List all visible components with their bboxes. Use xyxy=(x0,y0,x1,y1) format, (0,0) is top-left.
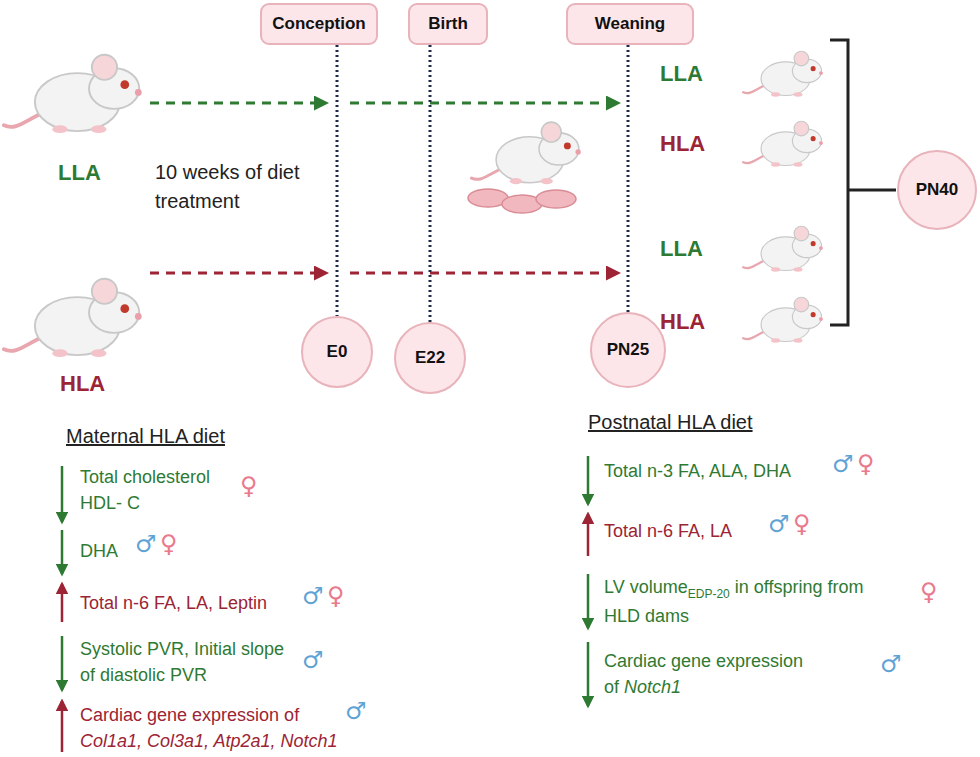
offspring-mouse xyxy=(743,297,823,342)
node-label: Birth xyxy=(428,14,468,34)
finding-group: Cardiac gene expression ofNotch1 xyxy=(604,648,809,700)
sex-symbol: ♀ xyxy=(327,584,345,608)
subscript: EDP-20 xyxy=(688,587,730,601)
milestone-box: Weaning xyxy=(566,3,694,45)
sex-symbol: ♂ xyxy=(345,699,367,723)
change-arrows xyxy=(62,456,588,752)
node-label: Conception xyxy=(272,14,366,34)
node-label: E22 xyxy=(415,348,445,368)
finding: DHA xyxy=(80,538,118,564)
node-label: PN40 xyxy=(916,180,959,200)
timeline-dotted-line xyxy=(627,45,630,312)
group-label: LLA xyxy=(660,58,703,90)
section-heading: Postnatal HLA diet xyxy=(588,408,753,437)
sex-symbol: ♀ xyxy=(793,512,811,536)
offspring-mouse xyxy=(743,51,823,96)
finding-group: LV volumeEDP-20in offspring from HLD dam… xyxy=(604,574,874,629)
mother-mouse xyxy=(472,122,581,184)
finding: Systolic PVR, Initial slope of diastolic… xyxy=(80,636,285,688)
time-point-circle: PN25 xyxy=(590,312,666,388)
finding-group: Cardiac gene expression of Col1a1, Col3a1… xyxy=(80,702,380,754)
offspring-mouse xyxy=(743,226,823,271)
milestone-box: Birth xyxy=(408,3,488,45)
milestone-box: Conception xyxy=(260,3,378,45)
time-point-circle: E22 xyxy=(394,322,466,394)
group-label: HLA xyxy=(660,306,705,338)
sex-symbol: ♀ xyxy=(160,532,178,556)
finding: Cardiac gene expression of xyxy=(80,705,299,725)
node-label: E0 xyxy=(327,342,348,362)
diet-arrows xyxy=(150,103,618,273)
sex-symbol: ♀ xyxy=(240,474,258,498)
mouse-hla xyxy=(4,279,142,357)
node-label: PN25 xyxy=(607,340,650,360)
timeline-dotted-line xyxy=(336,45,339,316)
sex-symbol: ♀ xyxy=(920,580,938,604)
sex-symbol: ♂ xyxy=(768,512,790,536)
bracket xyxy=(830,40,896,325)
time-point-circle: E0 xyxy=(301,316,373,388)
sex-symbol: ♀ xyxy=(857,452,875,476)
offspring-mouse xyxy=(743,121,823,166)
time-point-circle: PN40 xyxy=(897,150,977,230)
sex-symbol: ♂ xyxy=(302,648,324,672)
pups xyxy=(468,189,576,213)
section-heading: Maternal HLA diet xyxy=(66,422,225,451)
sex-symbol: ♂ xyxy=(832,452,854,476)
sex-symbol: ♂ xyxy=(135,532,157,556)
mouse-lla xyxy=(4,55,142,133)
group-label: LLA xyxy=(660,233,703,265)
finding: LV volume xyxy=(604,577,688,597)
finding: Total n-3 FA, ALA, DHA xyxy=(604,458,791,484)
finding: Total cholesterol HDL- C xyxy=(80,464,250,516)
node-label: Weaning xyxy=(595,14,666,34)
sex-symbol: ♂ xyxy=(880,652,902,676)
gene-name: Notch1 xyxy=(624,677,681,697)
timeline-dotted-line xyxy=(429,45,432,322)
group-label: HLA xyxy=(660,128,705,160)
diet-duration: 10 weeks of diet treatment xyxy=(155,158,325,216)
finding: Total n-6 FA, LA, Leptin xyxy=(80,590,267,616)
group-label: LLA xyxy=(58,157,101,189)
sex-symbol: ♂ xyxy=(302,584,324,608)
group-label: HLA xyxy=(60,368,105,400)
gene-list: Col1a1, Col3a1, Atp2a1, Notch1 xyxy=(80,728,380,754)
finding: Total n-6 FA, LA xyxy=(604,518,732,544)
